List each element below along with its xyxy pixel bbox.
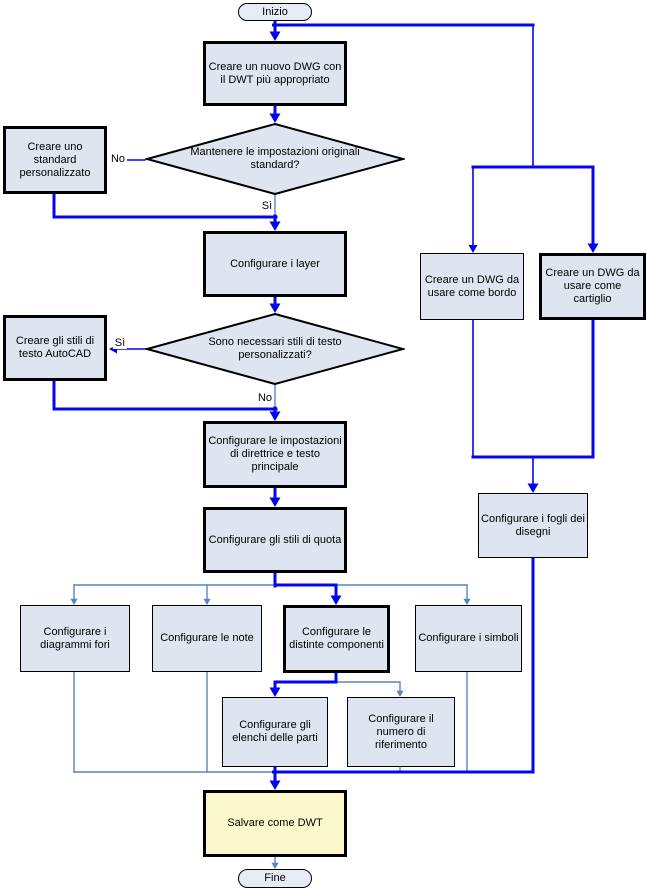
node-inizio: Inizio xyxy=(238,3,312,21)
node-configurare-simboli: Configurare i simboli xyxy=(415,605,522,672)
node-configurare-diagrammi-fori: Configurare i diagrammi fori xyxy=(20,605,130,672)
node-label: Creare gli stili di testo AutoCAD xyxy=(15,335,95,360)
arrowhead-icon xyxy=(269,497,281,507)
node-label: Configurare gli elenchi delle parti xyxy=(232,719,318,744)
node-label: Configurare le impostazioni di direttric… xyxy=(208,435,342,473)
arrowhead-icon xyxy=(203,598,211,605)
node-label: Mantenere le impostazioni originali stan… xyxy=(190,146,360,171)
connector xyxy=(272,556,535,774)
node-label: Salvare come DWT xyxy=(227,817,323,829)
arrowhead-icon xyxy=(269,113,281,123)
node-creare-dwg-bordo: Creare un DWG da usare come bordo xyxy=(420,253,524,320)
connector xyxy=(52,192,278,219)
connector xyxy=(52,379,278,411)
node-label: Fine xyxy=(264,872,286,884)
node-label: Configurare i fogli dei disegni xyxy=(481,512,585,538)
node-salvare-come-dwt: Salvare come DWT xyxy=(203,790,347,857)
diamond-shape xyxy=(145,123,405,195)
arrowhead-icon xyxy=(269,411,281,421)
node-configurare-direttrice: Configurare le impostazioni di direttric… xyxy=(203,421,347,488)
arrowhead-icon xyxy=(269,687,281,697)
node-configurare-note: Configurare le note xyxy=(152,605,262,672)
node-label: Creare un nuovo DWG con il DWT più appro… xyxy=(208,60,342,86)
node-stili-testo-personalizzati: Sono necessari stili di testo personaliz… xyxy=(145,313,405,385)
node-label: Configurare le distinte componenti xyxy=(289,626,384,651)
node-configurare-fogli: Configurare i fogli dei disegni xyxy=(478,493,588,558)
arrowhead-icon xyxy=(527,483,539,493)
node-creare-standard-personalizzato: Creare uno standard personalizzato xyxy=(3,126,107,194)
node-fine: Fine xyxy=(238,869,312,888)
node-label: Configurare i diagrammi fori xyxy=(40,625,110,651)
node-label: Configurare gli stili di quota xyxy=(208,533,342,546)
node-creare-dwg-cartiglio: Creare un DWG da usare come cartiglio xyxy=(539,253,646,320)
node-label: Creare un DWG da usare come bordo xyxy=(424,273,520,299)
diamond-shape xyxy=(145,313,405,385)
arrowhead-icon xyxy=(468,245,478,253)
edge-label-no-stili-testo: No xyxy=(255,392,275,404)
node-label: Configurare i simboli xyxy=(418,632,519,644)
arrowhead-icon xyxy=(587,243,599,253)
arrowhead-icon xyxy=(463,598,471,605)
arrowhead-icon xyxy=(330,595,342,605)
edge-label-si-impostazioni: Sì xyxy=(259,200,275,212)
arrowhead-icon xyxy=(70,598,78,605)
arrowhead-icon xyxy=(396,690,404,697)
node-configurare-layer: Configurare i layer xyxy=(203,231,347,297)
node-configurare-distinte-componenti: Configurare le distinte componenti xyxy=(283,605,390,673)
arrowhead-icon xyxy=(269,31,281,41)
edge-label-si-stili-testo: Sì xyxy=(112,337,128,349)
node-mantenere-impostazioni: Mantenere le impostazioni originali stan… xyxy=(145,123,405,195)
node-label: Configurare il numero di riferimento xyxy=(368,712,434,751)
arrowhead-icon xyxy=(271,862,279,869)
node-configurare-stili-quota: Configurare gli stili di quota xyxy=(203,507,347,573)
edge-label-no-impostazioni: No xyxy=(108,153,128,165)
node-creare-nuovo-dwg: Creare un nuovo DWG con il DWT più appro… xyxy=(203,41,347,106)
node-label: Creare uno standard personalizzato xyxy=(19,140,91,179)
arrowhead-icon xyxy=(269,780,281,790)
arrowhead-icon xyxy=(269,303,281,313)
node-creare-stili-testo-autocad: Creare gli stili di testo AutoCAD xyxy=(3,315,107,381)
node-configurare-numero-riferimento: Configurare il numero di riferimento xyxy=(347,697,455,767)
arrowhead-icon xyxy=(269,221,281,231)
node-label: Sono necessari stili di testo personaliz… xyxy=(208,336,342,361)
connector xyxy=(335,681,401,692)
node-label: Configurare i layer xyxy=(230,257,320,270)
node-configurare-elenchi-parti: Configurare gli elenchi delle parti xyxy=(222,697,328,767)
connector xyxy=(273,671,338,690)
node-label: Creare un DWG da usare come cartiglio xyxy=(545,267,640,305)
node-label: Configurare le note xyxy=(160,632,254,644)
node-label: Inizio xyxy=(262,5,288,18)
connector xyxy=(273,583,338,598)
